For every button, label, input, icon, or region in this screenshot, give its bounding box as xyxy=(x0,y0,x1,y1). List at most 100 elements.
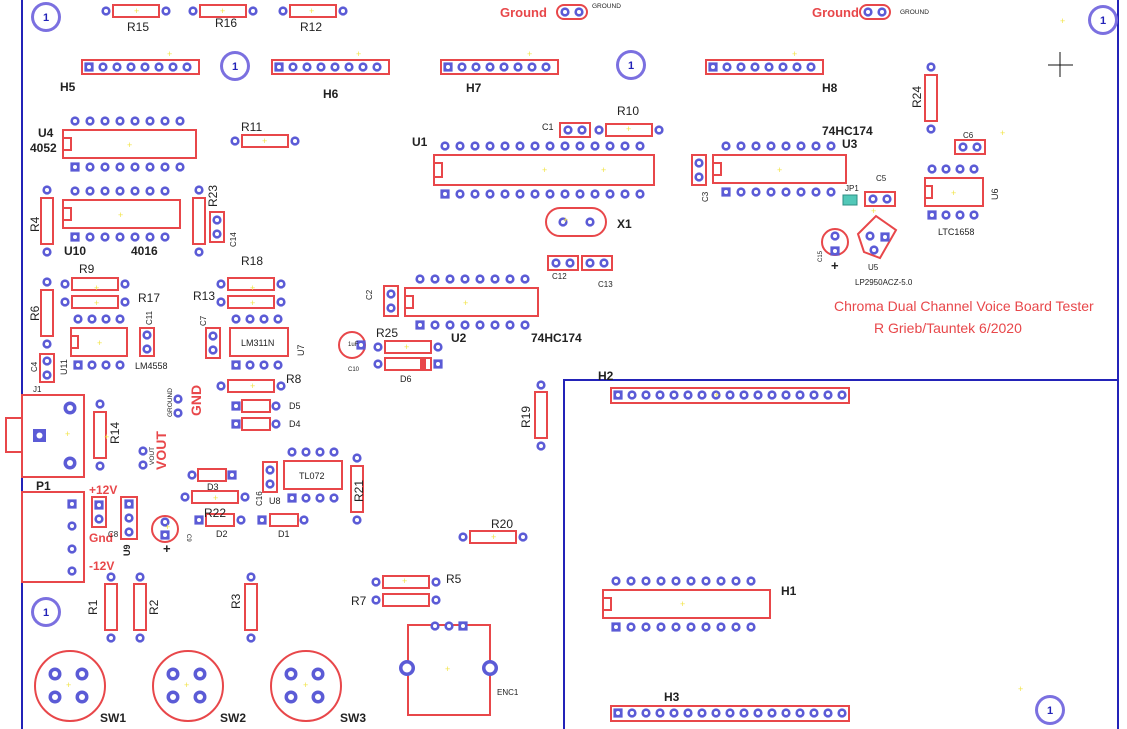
resistor-r10 xyxy=(594,123,664,137)
plus12-label: +12V xyxy=(89,483,117,497)
capacitor-c16 xyxy=(262,461,278,493)
diode-d5 xyxy=(231,399,281,413)
label-u1: U1 xyxy=(412,135,428,149)
svg-text:+: + xyxy=(714,390,719,400)
label-r20: R20 xyxy=(491,517,513,531)
resistor-r12 xyxy=(278,4,348,18)
label-u7: U7 xyxy=(296,344,306,356)
svg-text:+: + xyxy=(97,338,102,348)
centroid-markers: +++ ++++ +++ +++ +++ +++ +++ +++ +++ +++… xyxy=(65,6,1065,694)
switch-sw1 xyxy=(34,650,106,722)
ic-u1 xyxy=(433,141,655,199)
ic-u3 xyxy=(712,141,847,197)
svg-text:+: + xyxy=(404,342,409,352)
label-u2: U2 xyxy=(451,331,467,345)
label-h7: H7 xyxy=(466,81,482,95)
label-r13: R13 xyxy=(193,289,215,303)
label-d4: D4 xyxy=(289,419,301,429)
label-sw2: SW2 xyxy=(220,711,246,725)
header-h5 xyxy=(81,59,200,75)
mounting-hole-labels: 1 1 1 1 1 1 xyxy=(43,12,1106,717)
resistor-r15 xyxy=(101,4,171,18)
label-h1: H1 xyxy=(781,584,797,598)
header-h7 xyxy=(440,59,559,75)
ground-small-right: GROUND xyxy=(900,9,929,16)
label-r9: R9 xyxy=(79,262,95,276)
label-r12: R12 xyxy=(300,20,322,34)
crystal-x1 xyxy=(545,207,607,237)
resistor-r3 xyxy=(244,572,258,643)
diode-d4 xyxy=(231,417,281,431)
label-u11: U11 xyxy=(59,359,69,375)
resistor-r6 xyxy=(40,277,54,349)
ic-u4 xyxy=(62,116,197,172)
diode-d3 xyxy=(187,468,237,482)
capacitor-c9 xyxy=(151,515,179,543)
svg-text:+: + xyxy=(951,188,956,198)
vout-test-pads xyxy=(138,446,148,470)
resistor-r20 xyxy=(458,530,528,544)
resistor-r2 xyxy=(133,572,147,643)
label-u5-part: LP2950ACZ-5.0 xyxy=(855,278,913,287)
resistor-r11 xyxy=(230,134,300,148)
label-c10: C10 xyxy=(348,367,360,373)
resistor-r24 xyxy=(924,62,938,134)
label-x1: X1 xyxy=(617,217,632,231)
label-u4-part: 4052 xyxy=(30,141,57,155)
label-r22: R22 xyxy=(204,506,226,520)
resistor-r25 xyxy=(373,340,443,354)
capacitor-c4 xyxy=(39,353,55,383)
label-u2-part: 74HC174 xyxy=(531,331,582,345)
resistor-r18 xyxy=(216,277,286,291)
svg-text:+: + xyxy=(262,136,267,146)
label-r15: R15 xyxy=(127,20,149,34)
svg-text:+: + xyxy=(94,283,99,293)
resistor-r13 xyxy=(216,295,286,309)
svg-text:+: + xyxy=(601,165,606,175)
svg-text:+: + xyxy=(491,532,496,542)
label-u6-part: LTC1658 xyxy=(938,227,974,237)
label-j1: J1 xyxy=(33,385,42,394)
label-c8: C8 xyxy=(108,530,119,539)
capacitor-c2 xyxy=(383,285,399,317)
diode-d2 xyxy=(194,513,246,527)
header-h2 xyxy=(610,387,850,404)
resistor-r17 xyxy=(60,295,130,309)
svg-text:+: + xyxy=(402,576,407,586)
ground-label-right: Ground xyxy=(812,5,859,20)
encoder-enc1 xyxy=(399,621,498,716)
label-r10: R10 xyxy=(617,104,639,118)
label-c11: C11 xyxy=(145,310,154,325)
hole-label: 1 xyxy=(43,12,49,24)
ic-u2 xyxy=(404,274,539,330)
svg-text:+: + xyxy=(65,429,70,439)
svg-text:+: + xyxy=(104,432,109,442)
label-sw1: SW1 xyxy=(100,711,126,725)
svg-text:+: + xyxy=(250,283,255,293)
hole-label: 1 xyxy=(1100,15,1106,27)
label-r24: R24 xyxy=(910,86,924,108)
board-author: R Grieb/Tauntek 6/2020 xyxy=(874,320,1022,336)
resistor-r5 xyxy=(371,575,441,589)
svg-text:+: + xyxy=(563,215,568,225)
label-r17: R17 xyxy=(138,291,160,305)
resistor-r23 xyxy=(192,185,206,257)
svg-text:+: + xyxy=(134,6,139,16)
jumper-jp1 xyxy=(842,194,858,206)
capacitor-c12 xyxy=(547,255,579,271)
label-u11-part: LM4558 xyxy=(135,361,168,371)
label-c2: C2 xyxy=(365,289,374,300)
gnd-power-label: Gnd xyxy=(89,531,113,545)
ic-u6 xyxy=(924,164,984,220)
label-c14: C14 xyxy=(229,232,238,247)
label-d5: D5 xyxy=(289,401,301,411)
vout-label: VOUT xyxy=(153,431,169,470)
label-r21: R21 xyxy=(352,480,366,502)
c10-value: 1uF xyxy=(348,342,359,348)
svg-text:+: + xyxy=(777,165,782,175)
label-u7-part: LM311N xyxy=(241,338,274,348)
svg-text:+: + xyxy=(1018,684,1023,694)
svg-text:+: + xyxy=(118,210,123,220)
capacitor-c14 xyxy=(209,211,225,243)
connector-p1 xyxy=(21,491,85,583)
